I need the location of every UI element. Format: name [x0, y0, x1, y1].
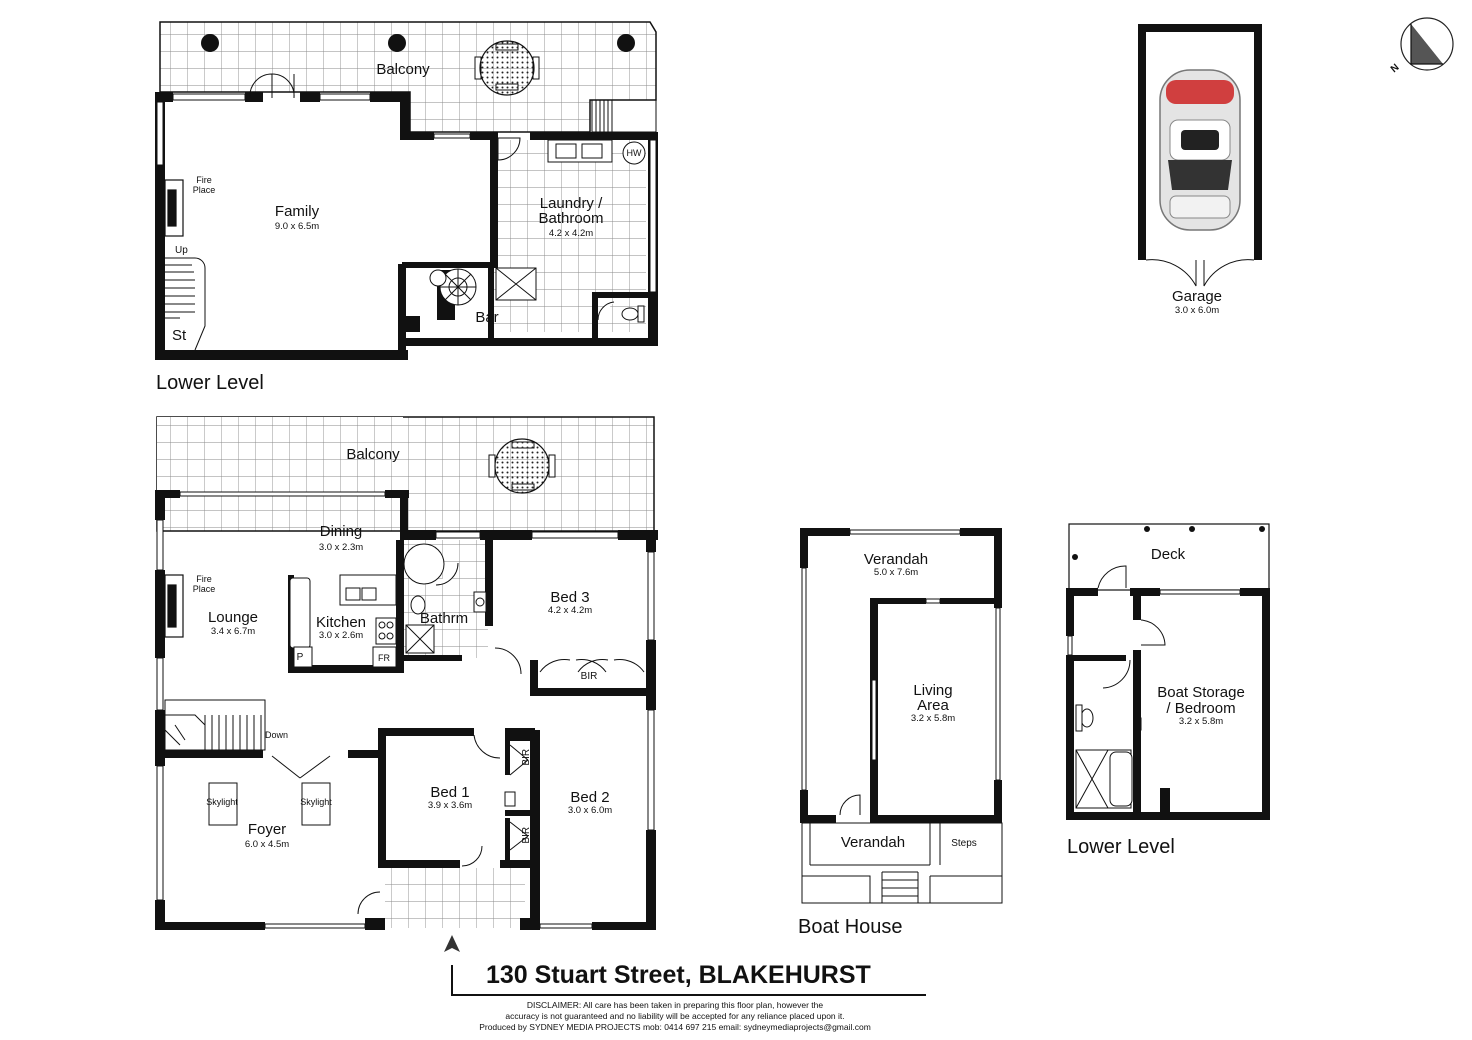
storage-label: St	[172, 327, 187, 344]
living-area-label-line1: Living	[913, 682, 953, 699]
upper-stairs-down	[164, 699, 266, 751]
fridge-label: FR	[378, 653, 390, 663]
verandah-top-dim: 5.0 x 7.6m	[873, 567, 919, 578]
bathroom-fixtures	[403, 543, 487, 654]
boat-storage-label-line2: / Bedroom	[1166, 700, 1236, 717]
upper-fireplace	[164, 574, 184, 638]
garage-plan	[1138, 24, 1262, 287]
boat-storage-label-line1: Boat Storage	[1157, 684, 1245, 701]
lower-windows	[156, 93, 657, 293]
living-area-label-line2: Area	[917, 697, 949, 714]
boat-lower-level-heading: Lower Level	[1067, 836, 1175, 858]
lounge-dim: 3.4 x 6.7m	[210, 626, 256, 637]
laundry-dim: 4.2 x 4.2m	[548, 228, 594, 239]
garage-dim: 3.0 x 6.0m	[1174, 305, 1220, 316]
bed2-dim: 3.0 x 6.0m	[567, 805, 613, 816]
skylight-label-right: Skylight	[300, 797, 332, 807]
bed1-bir-label-top: BIR	[521, 748, 533, 766]
deck-label: Deck	[1150, 546, 1186, 563]
deck-post	[1144, 526, 1150, 532]
upper-balcony-label: Balcony	[346, 446, 400, 463]
bar-spiral-stair	[429, 268, 477, 306]
boat-house-plan	[800, 528, 1003, 904]
entry-porch-floor	[385, 868, 525, 928]
outdoor-table-upper	[488, 438, 556, 494]
living-area-dim: 3.2 x 5.8m	[910, 713, 956, 724]
balcony-post	[388, 34, 406, 52]
dining-dim: 3.0 x 2.3m	[318, 542, 364, 553]
steps-label: Steps	[951, 838, 977, 849]
lower-level-plan	[155, 21, 658, 360]
bed1-bir	[509, 744, 529, 851]
skylight	[301, 782, 331, 826]
dining-label: Dining	[319, 523, 363, 540]
lower-fireplace	[164, 179, 184, 237]
kitchen-label: Kitchen	[315, 614, 367, 631]
bed1-bir-label-bottom: BIR	[521, 826, 533, 844]
bed2-label: Bed 2	[570, 789, 610, 806]
foyer-dim: 6.0 x 4.5m	[244, 839, 290, 850]
lower-level-heading: Lower Level	[156, 372, 264, 394]
laundry-tubs	[547, 139, 646, 165]
lower-balcony-floor	[159, 21, 657, 133]
skylight	[208, 782, 238, 826]
outdoor-table-lower	[474, 40, 540, 96]
upper-level-plan	[155, 416, 658, 952]
bar-label: Bar	[475, 309, 499, 326]
garage-label: Garage	[1171, 288, 1223, 305]
bed3-dim: 4.2 x 4.2m	[547, 605, 593, 616]
family-room-dim: 9.0 x 6.5m	[274, 221, 320, 232]
entry-arrow-icon	[444, 935, 460, 952]
family-room-label: Family	[274, 203, 320, 220]
deck-post	[1072, 554, 1078, 560]
lounge-label: Lounge	[207, 609, 259, 626]
laundry-shower	[495, 267, 537, 301]
bathroom-label: Bathrm	[419, 610, 469, 627]
deck-post	[1189, 526, 1195, 532]
disclaimer-line1: DISCLAIMER: All care has been taken in p…	[526, 1000, 824, 1010]
boat-lower-plan	[1066, 523, 1270, 820]
balcony-stairs	[591, 99, 657, 133]
car-icon	[1159, 69, 1241, 231]
pantry-label: P	[296, 652, 304, 663]
stairs-up-label: Up	[175, 245, 188, 256]
boat-house-heading: Boat House	[798, 916, 903, 938]
verandah-bottom-label: Verandah	[840, 834, 906, 851]
lower-fireplace-label-line2: Place	[192, 185, 216, 195]
hot-water-label: HW	[626, 148, 642, 158]
upper-doors	[271, 647, 645, 915]
lower-balcony-label: Balcony	[376, 61, 430, 78]
laundry-label-line1: Laundry /	[539, 195, 603, 212]
verandah-top-label: Verandah	[863, 551, 929, 568]
bed3-label: Bed 3	[550, 589, 590, 606]
bed1-label: Bed 1	[430, 784, 470, 801]
upper-fireplace-label-line2: Place	[192, 584, 216, 594]
lower-toilet	[597, 301, 645, 323]
lower-stairs-up	[165, 257, 206, 351]
foyer-label: Foyer	[247, 821, 287, 838]
laundry-label-line2: Bathroom	[538, 210, 604, 227]
lower-french-doors	[249, 73, 295, 99]
balcony-post	[617, 34, 635, 52]
balcony-post	[201, 34, 219, 52]
compass-icon	[1400, 17, 1454, 71]
upper-fireplace-label-line1: Fire	[196, 574, 212, 584]
property-address-title: 130 Stuart Street, BLAKEHURST	[486, 961, 871, 989]
bed3-bir-label: BIR	[580, 671, 598, 682]
boat-house-front-verandah	[801, 822, 1003, 904]
stairs-down-label: Down	[265, 730, 289, 740]
upper-windows	[156, 491, 655, 929]
lower-fireplace-label-line1: Fire	[196, 175, 212, 185]
title-rule	[451, 965, 926, 996]
kitchen-fixtures	[289, 574, 397, 668]
skylight-label-left: Skylight	[206, 797, 238, 807]
laundry-door	[497, 137, 521, 161]
disclaimer-line2: accuracy is not guaranteed and no liabil…	[505, 1011, 845, 1021]
bed1-dim: 3.9 x 3.6m	[427, 800, 473, 811]
kitchen-dim: 3.0 x 2.6m	[318, 630, 364, 641]
boat-storage-dim: 3.2 x 5.8m	[1178, 716, 1224, 727]
disclaimer-line3: Produced by SYDNEY MEDIA PROJECTS mob: 0…	[479, 1022, 871, 1032]
deck-post	[1259, 526, 1265, 532]
